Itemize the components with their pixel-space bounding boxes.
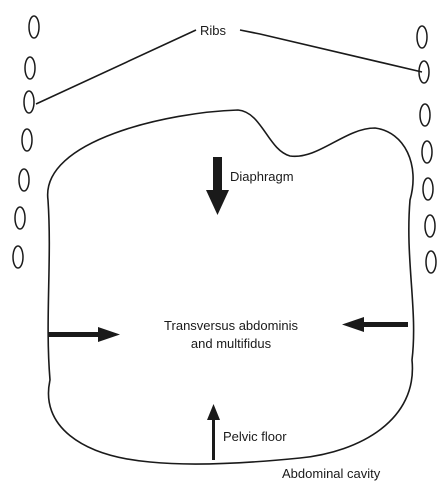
abdominal-cavity-outline — [48, 110, 414, 464]
rib-left-3 — [24, 91, 34, 113]
rib-right-6 — [425, 215, 435, 237]
rib-left-2 — [25, 57, 35, 79]
transversus-label-line1: Transversus abdominis — [164, 318, 298, 333]
rib-left-7 — [13, 246, 23, 268]
ribs-label: Ribs — [200, 23, 227, 38]
rib-left-1 — [29, 16, 39, 38]
rib-right-5 — [423, 178, 433, 200]
pelvic-floor-arrow — [207, 404, 220, 460]
left-ribs — [13, 16, 39, 268]
rib-right-7 — [426, 251, 436, 273]
ribs-pointer-line-left — [36, 30, 196, 104]
rib-right-4 — [422, 141, 432, 163]
abdominal-cavity-label: Abdominal cavity — [282, 466, 381, 481]
rib-left-4 — [22, 129, 32, 151]
ribs-pointer-line-right — [240, 30, 422, 72]
rib-left-5 — [19, 169, 29, 191]
rib-right-1 — [417, 26, 427, 48]
rib-left-6 — [15, 207, 25, 229]
rib-right-3 — [420, 104, 430, 126]
diaphragm-arrow — [206, 157, 229, 215]
transversus-arrow-right — [342, 317, 408, 332]
right-ribs — [417, 26, 436, 273]
transversus-label-line2: and multifidus — [191, 336, 272, 351]
diaphragm-label: Diaphragm — [230, 169, 294, 184]
transversus-arrow-left — [48, 327, 120, 342]
pelvic-floor-label: Pelvic floor — [223, 429, 287, 444]
